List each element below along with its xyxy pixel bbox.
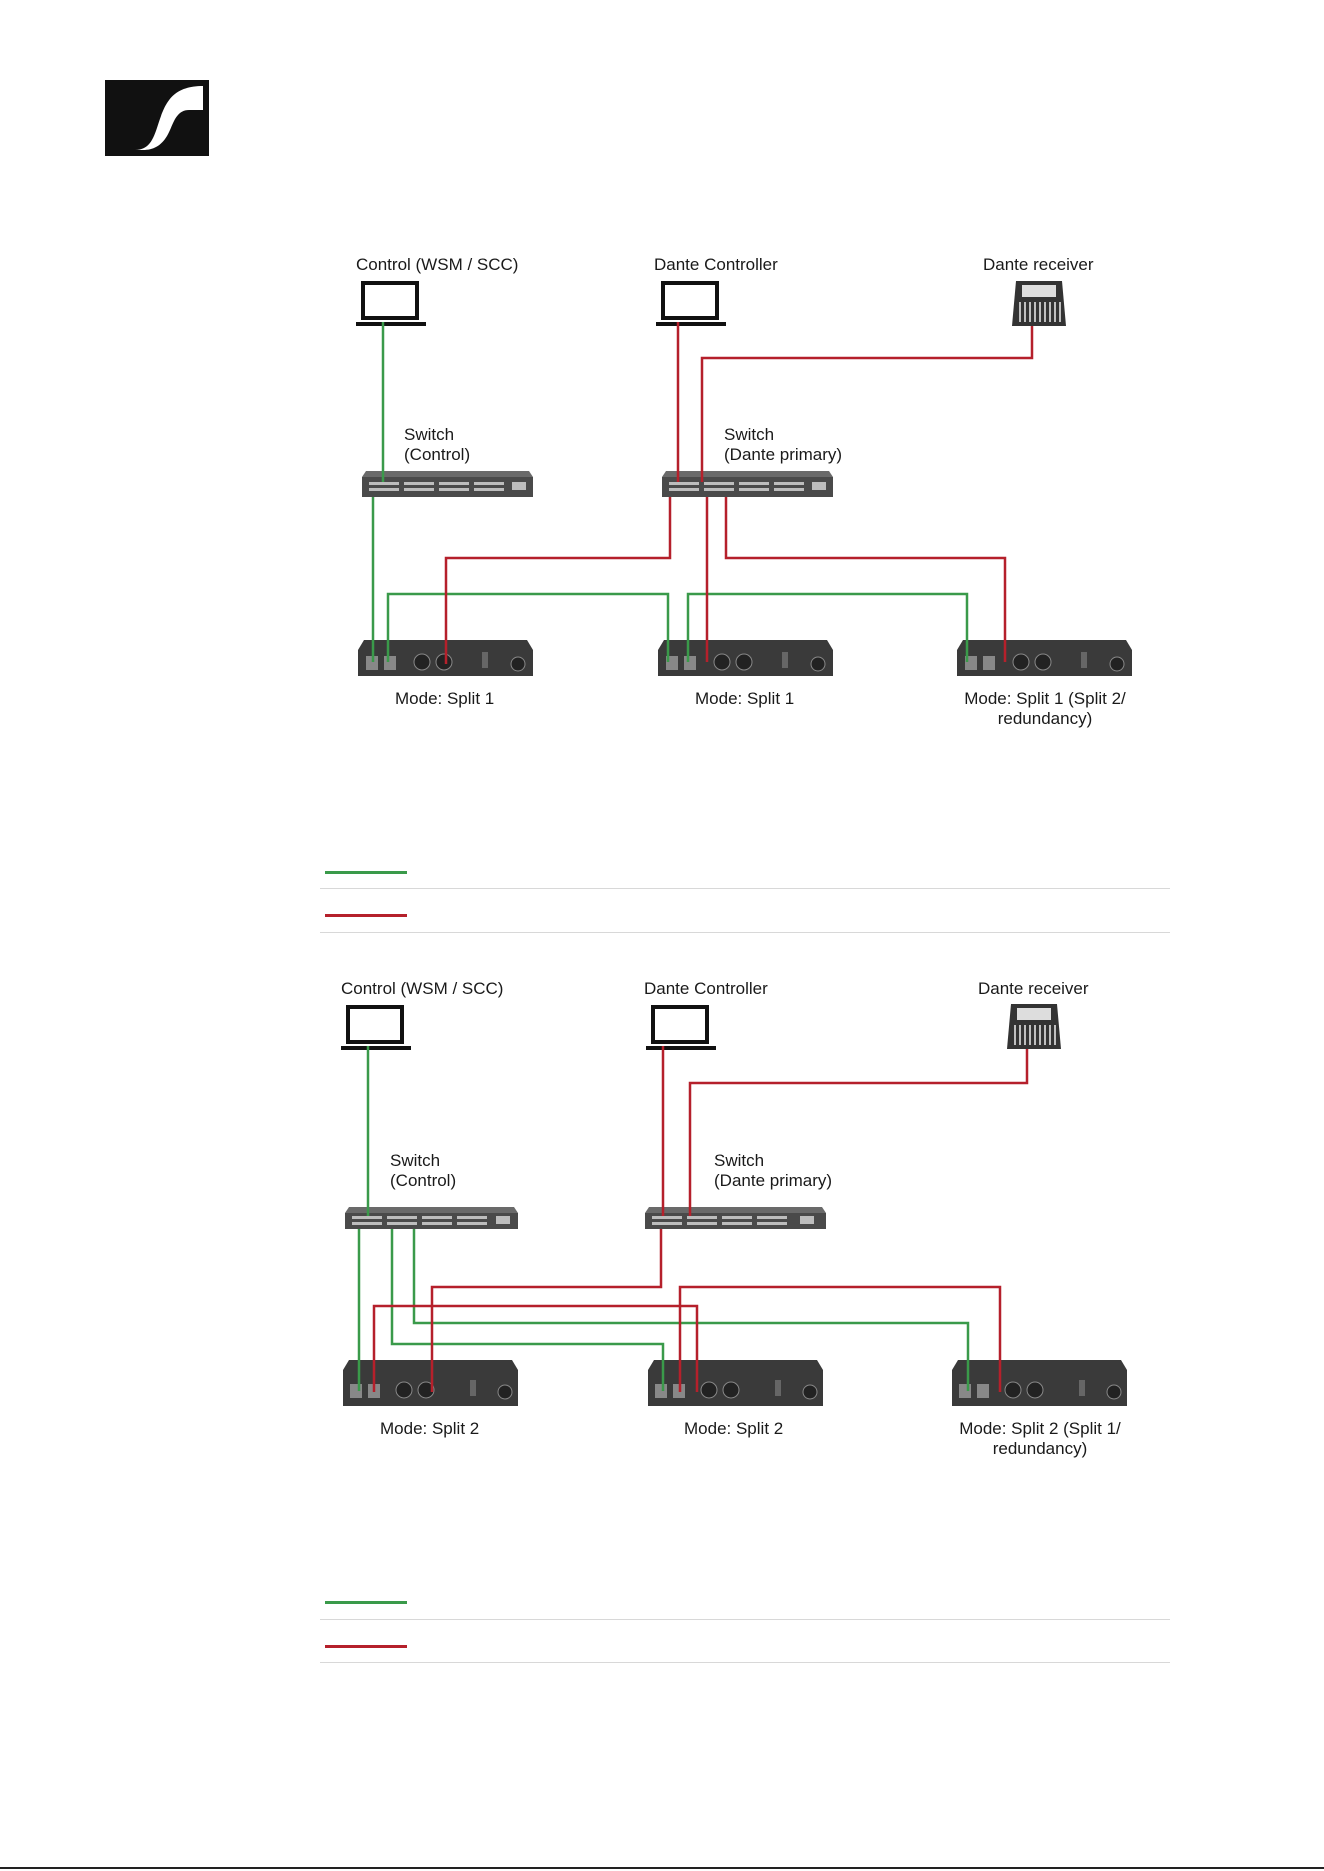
label-switch-dante: Switch — [724, 425, 775, 444]
label-device-b: Mode: Split 2 — [684, 1419, 784, 1438]
label-device-c-sub: redundancy) — [992, 1439, 1088, 1458]
label-switch-control: Switch — [390, 1151, 441, 1170]
laptop-icon-dante-controller — [656, 281, 726, 326]
laptop-icon-control — [356, 281, 426, 326]
label-device-c-sub: redundancy) — [997, 709, 1093, 728]
network-diagram-split-1 — [356, 281, 1132, 676]
legend-control-line — [325, 871, 407, 874]
legend-divider — [320, 1662, 1170, 1663]
label-control-pc: Control (WSM / SCC) — [341, 979, 504, 998]
label-switch-control-sub: (Control) — [404, 445, 471, 464]
switch-dante-primary — [662, 471, 833, 497]
laptop-icon-dante-controller — [646, 1005, 716, 1050]
control-network-cables — [357, 1046, 970, 1391]
legend-dante-line — [325, 914, 407, 917]
sennheiser-logo — [105, 80, 209, 156]
receiver-device-b — [658, 640, 833, 676]
label-control-pc: Control (WSM / SCC) — [356, 255, 519, 274]
switch-control — [345, 1207, 518, 1229]
legend-divider — [320, 888, 1170, 889]
label-device-b: Mode: Split 1 — [695, 689, 795, 708]
receiver-device-c — [957, 640, 1132, 676]
legend-divider — [320, 1619, 1170, 1620]
label-device-c: Mode: Split 1 (Split 2/ — [964, 689, 1126, 708]
network-diagram-split-2 — [341, 1004, 1127, 1406]
dante-network-cables — [444, 322, 1034, 664]
legend-divider — [320, 932, 1170, 933]
label-switch-dante: Switch — [714, 1151, 765, 1170]
control-network-cables — [371, 322, 969, 662]
receiver-device-c — [952, 1360, 1127, 1406]
receiver-device-a — [343, 1360, 518, 1406]
label-switch-control-sub: (Control) — [390, 1171, 457, 1190]
label-device-c: Mode: Split 2 (Split 1/ — [959, 1419, 1121, 1438]
label-switch-dante-sub: (Dante primary) — [714, 1171, 833, 1190]
footer-rule — [0, 1867, 1324, 1869]
switch-dante-primary — [645, 1207, 826, 1229]
label-dante-receiver: Dante receiver — [978, 979, 1089, 998]
label-dante-controller: Dante Controller — [654, 255, 778, 274]
receiver-device-b — [648, 1360, 823, 1406]
label-switch-dante-sub: (Dante primary) — [724, 445, 843, 464]
legend-control-line — [325, 1601, 407, 1604]
label-dante-receiver: Dante receiver — [983, 255, 1094, 274]
dante-network-cables — [372, 1046, 1029, 1392]
label-dante-controller: Dante Controller — [644, 979, 768, 998]
switch-control — [362, 471, 533, 497]
label-device-a: Mode: Split 1 — [395, 689, 495, 708]
legend-dante-line — [325, 1645, 407, 1648]
label-device-a: Mode: Split 2 — [380, 1419, 480, 1438]
mixing-console-icon — [1012, 281, 1066, 326]
laptop-icon-control — [341, 1005, 411, 1050]
label-switch-control: Switch — [404, 425, 455, 444]
mixing-console-icon — [1007, 1004, 1061, 1049]
